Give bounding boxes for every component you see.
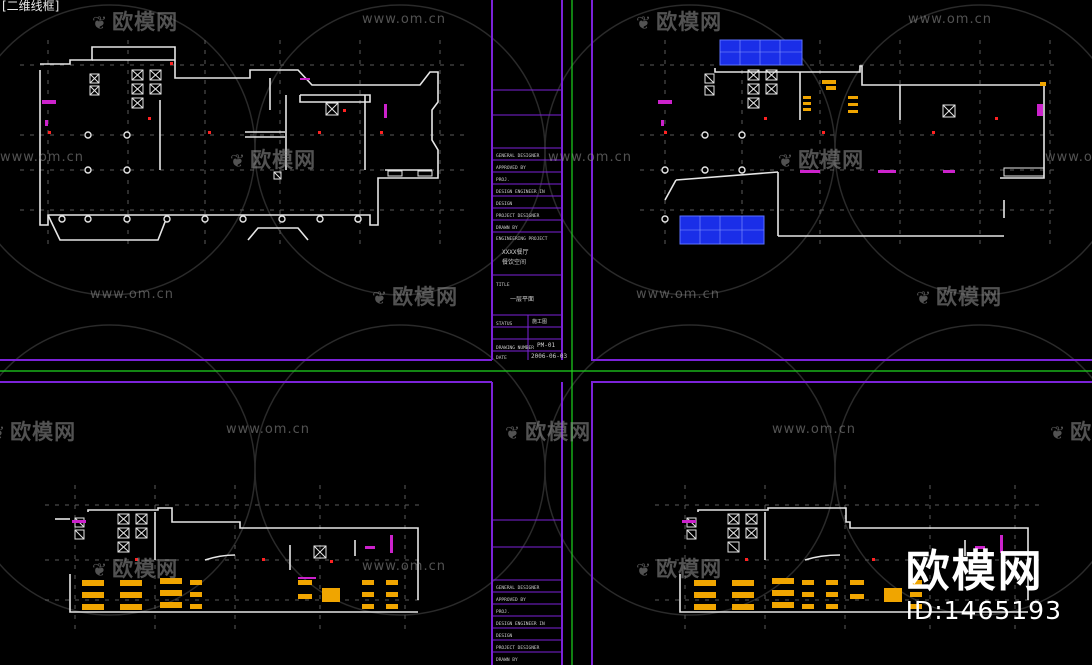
tb2-field-project-designer: PROJECT DESIGNER <box>496 645 540 651</box>
tb2-field-general-designer: GENERAL DESIGNER <box>496 585 540 591</box>
title-block-bottom-text: GENERAL DESIGNER APPROVED BY PROJ. DESIG… <box>496 585 545 663</box>
tb-field-design-engineer: DESIGN ENGINEER IN <box>496 189 545 195</box>
watermark-logo: 欧模网 <box>1050 416 1092 446</box>
tb-status-label: STATUS <box>496 321 513 327</box>
watermark-url: www.om.cn <box>908 12 992 27</box>
watermark-logo: 欧模网 <box>92 553 178 583</box>
tb-date-value: 2006-06-03 <box>531 353 568 360</box>
tb2-field-approved-by: APPROVED BY <box>496 597 526 603</box>
watermark-url: www.om.cn <box>1045 150 1092 165</box>
watermark-url: www.om.cn <box>636 287 720 302</box>
tb2-field-drawn-by: DRAWN BY <box>496 657 518 663</box>
title-block-bottom <box>492 519 562 653</box>
plan-top-right[interactable] <box>640 39 1060 250</box>
tb-title-label: TITLE <box>496 282 510 288</box>
tb-date-label: DATE <box>496 355 507 361</box>
watermark-logo: 欧模网 <box>916 281 1002 311</box>
tb-drawing-no-label: DRAWING NUMBER <box>496 345 534 351</box>
tb-project-name-1: XXXX餐厅 <box>502 248 528 256</box>
tb2-field-design: DESIGN <box>496 633 513 639</box>
watermark-logo: 欧模网 <box>230 144 316 174</box>
tb-field-drawn-by: DRAWN BY <box>496 225 518 231</box>
plan-bottom-right[interactable] <box>655 485 1040 630</box>
watermark-url: www.om.cn <box>772 422 856 437</box>
title-block-top-text: GENERAL DESIGNER APPROVED BY PROJ. DESIG… <box>496 153 568 361</box>
viewport-label[interactable]: [二维线框] <box>2 0 60 13</box>
watermark-url: www.om.cn <box>548 150 632 165</box>
watermark-url: www.om.cn <box>90 287 174 302</box>
tb-title-value: 一层平面 <box>510 296 534 303</box>
tb-field-general-designer: GENERAL DESIGNER <box>496 153 540 159</box>
brand-id: ID:1465193 <box>905 596 1062 625</box>
tb-field-approved-by: APPROVED BY <box>496 165 526 171</box>
tb-field-proj: PROJ. <box>496 177 510 183</box>
tb-project-name-2: 餐饮空间 <box>502 258 526 266</box>
tb2-field-proj: PROJ. <box>496 609 510 615</box>
tb-status-value: 施工图 <box>532 318 547 325</box>
watermark-url: www.om.cn <box>0 150 84 165</box>
plan-bottom-left[interactable] <box>45 485 420 630</box>
watermark-logo: 欧模网 <box>636 6 722 36</box>
watermark-url: www.om.cn <box>226 422 310 437</box>
watermark-logo: 欧模网 <box>372 281 458 311</box>
title-block-top <box>492 89 562 360</box>
watermark-url: www.om.cn <box>362 12 446 27</box>
tb-project-label: ENGINEERING PROJECT <box>496 236 548 242</box>
tb-field-design: DESIGN <box>496 201 513 207</box>
watermark-url: www.om.cn <box>362 559 446 574</box>
plan-top-left[interactable] <box>20 40 470 250</box>
brand-name: 欧模网 <box>905 546 1044 597</box>
tb-field-project-designer: PROJECT DESIGNER <box>496 213 540 219</box>
watermark-logo: 欧模网 <box>505 416 591 446</box>
watermark-logo: 欧模网 <box>92 6 178 36</box>
brand-watermark: 欧模网 ID:1465193 <box>906 548 1062 626</box>
tb2-field-design-engineer: DESIGN ENGINEER IN <box>496 621 545 627</box>
glass-canopy <box>679 39 803 245</box>
watermark-logo: 欧模网 <box>636 553 722 583</box>
tb-drawing-no-value: PM-01 <box>537 342 555 349</box>
watermark-logo: 欧模网 <box>778 144 864 174</box>
watermark-logo: 欧模网 <box>0 416 76 446</box>
